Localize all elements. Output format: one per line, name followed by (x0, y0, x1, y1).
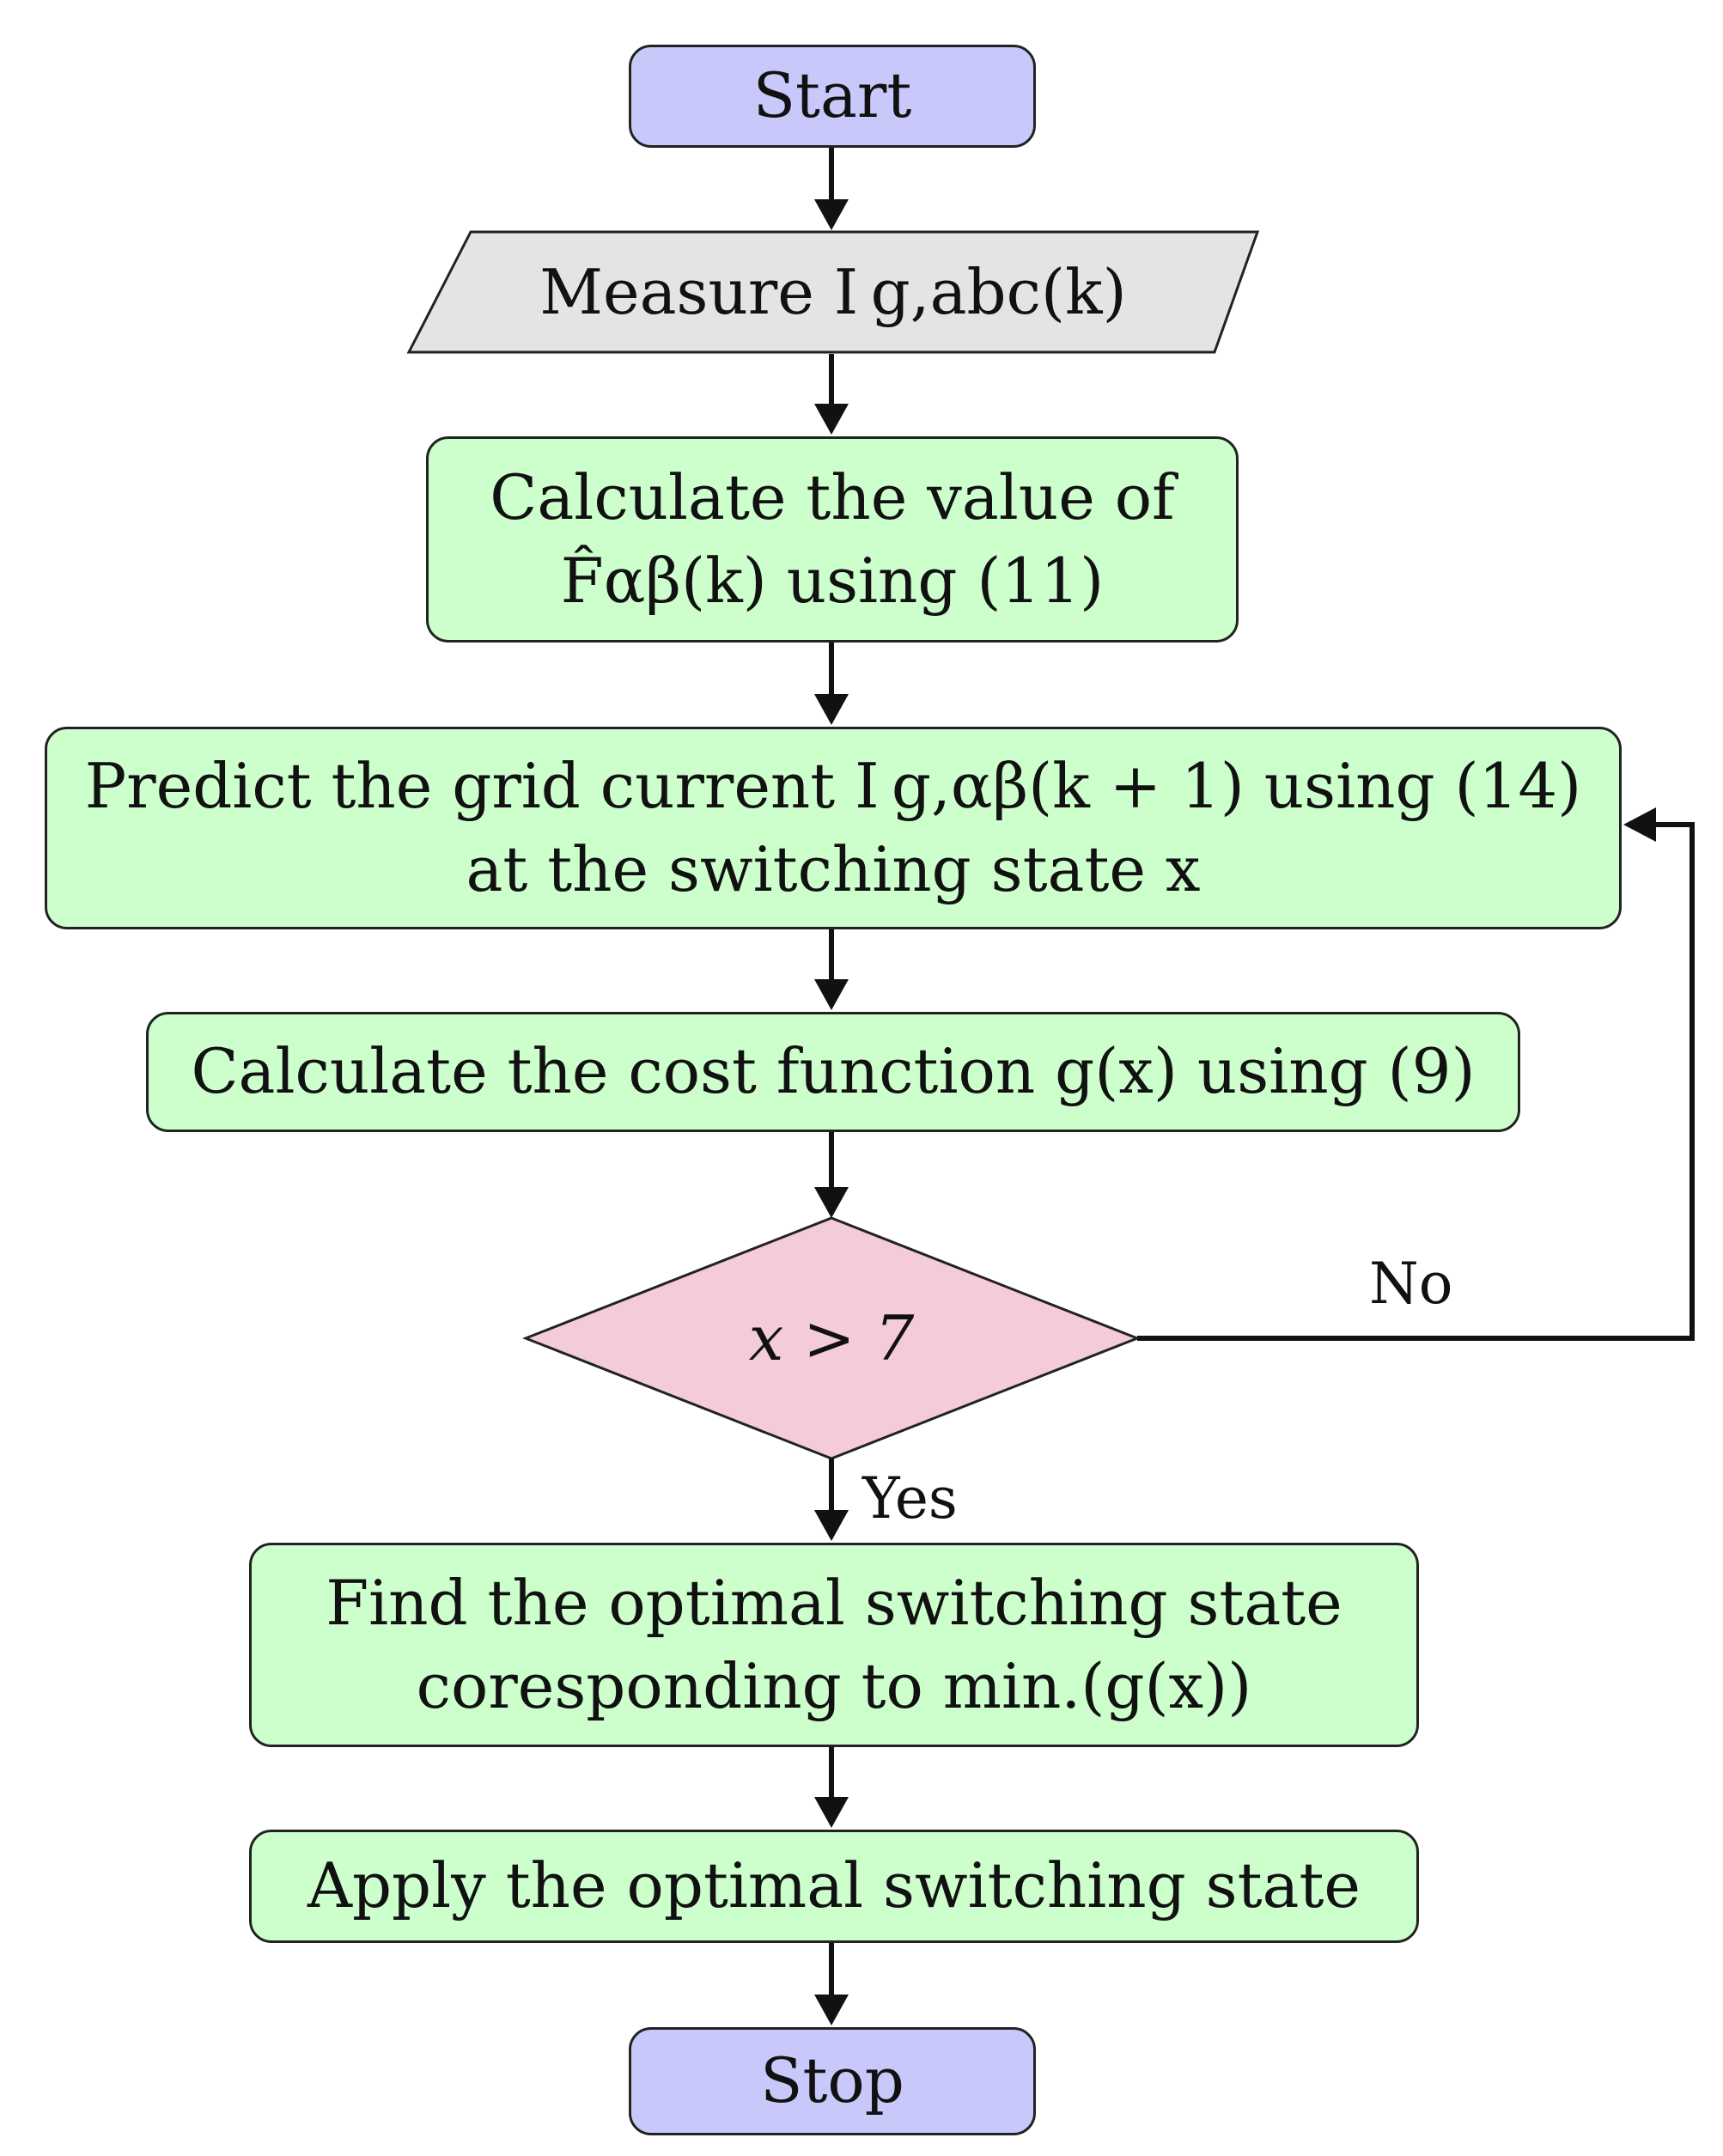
calc-f-line-1: Calculate the value of (490, 460, 1175, 533)
edge-label-no: No (1369, 1251, 1453, 1317)
arrowhead-calc (814, 404, 849, 435)
find-optimal-process: Find the optimal switching state corespo… (249, 1543, 1419, 1747)
arrowhead-stop (814, 1995, 849, 2025)
stop-terminal: Stop (629, 2027, 1036, 2135)
find-optimal-line-2: coresponding to min.(g(x)) (416, 1650, 1252, 1722)
measure-io-label: Measure I g,abc(k) (539, 256, 1127, 328)
edge-decision-no-loop (1137, 822, 1695, 1341)
measure-io-shape (406, 230, 1260, 354)
arrowhead-measure (814, 199, 849, 230)
start-terminal: Start (629, 45, 1036, 148)
edge-label-yes: Yes (862, 1465, 958, 1532)
find-optimal-line-1: Find the optimal switching state (326, 1566, 1342, 1639)
predict-line-2: at the switching state x (466, 833, 1201, 905)
arrowhead-loop-predict (1623, 807, 1656, 842)
arrowhead-decision (814, 1187, 849, 1218)
start-label: Start (752, 59, 912, 132)
arrowhead-predict (814, 694, 849, 725)
calc-f-line-2: F̂αβ(k) using (11) (560, 545, 1105, 617)
arrowhead-cost (814, 979, 849, 1010)
calc-f-process: Calculate the value of F̂αβ(k) using (11… (426, 436, 1239, 643)
cost-process: Calculate the cost function g(x) using (… (146, 1012, 1520, 1132)
apply-process: Apply the optimal switching state (249, 1830, 1419, 1943)
stop-label: Stop (760, 2044, 904, 2117)
apply-label: Apply the optimal switching state (307, 1849, 1361, 1922)
arrowhead-find (814, 1510, 849, 1541)
arrowhead-apply (814, 1797, 849, 1828)
predict-line-1: Predict the grid current I g,αβ(k + 1) u… (84, 749, 1582, 822)
predict-process: Predict the grid current I g,αβ(k + 1) u… (45, 727, 1622, 929)
cost-label: Calculate the cost function g(x) using (… (191, 1035, 1476, 1108)
decision-label: x > 7 (748, 1302, 915, 1374)
